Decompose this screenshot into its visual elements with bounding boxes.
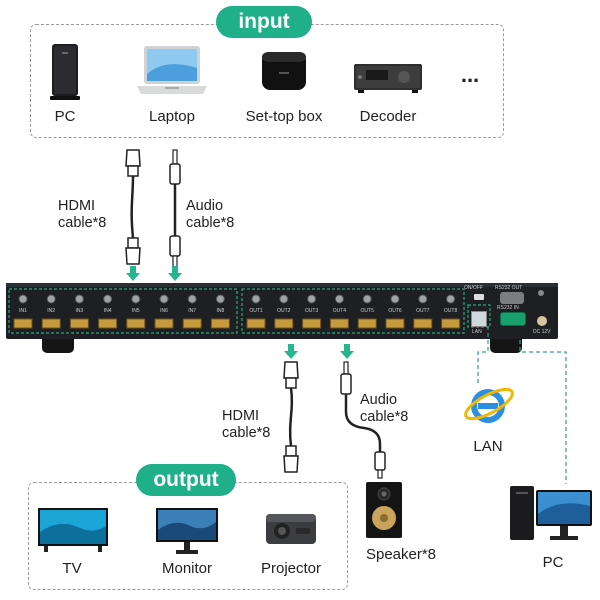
hdmi-output-cable: [283, 361, 299, 473]
output-hdmi-port-5[interactable]: [357, 318, 377, 329]
set-top-box-icon: [262, 52, 306, 90]
input-audio-cable-label: Audio cable*8: [186, 198, 235, 231]
output-hdmi-port-8[interactable]: [441, 318, 461, 329]
output-audio-jack-5[interactable]: [362, 294, 372, 304]
output-audio-jack-7[interactable]: [418, 294, 428, 304]
output-port-label-5: OUT5: [361, 308, 375, 314]
output-hdmi-arrow-icon: [284, 344, 298, 359]
decoder-icon: [354, 64, 422, 93]
screw-icon: [538, 290, 544, 296]
input-port-label-4: IN4: [104, 308, 112, 314]
input-hdmi-port-7[interactable]: [182, 318, 202, 329]
output-hdmi-port-4[interactable]: [329, 318, 349, 329]
output-port-label-7: OUT7: [416, 308, 430, 314]
output-title-badge: output: [136, 464, 236, 496]
output-port-label-3: OUT3: [305, 308, 319, 314]
pc-workstation-icon: [510, 486, 592, 540]
output-audio-jack-2[interactable]: [279, 294, 289, 304]
input-port-label-1: IN1: [19, 308, 27, 314]
matrix-panel: IN1 IN2 IN3 IN4 IN5 IN6 IN7 IN8 OUT1 OUT2 OUT3 OUT4…: [6, 283, 558, 339]
speaker-label: Speaker*8: [365, 546, 437, 563]
power-switch[interactable]: [474, 294, 484, 300]
output-port-label-4: OUT4: [333, 308, 347, 314]
internet-explorer-icon: [464, 387, 514, 423]
output-audio-jack-1[interactable]: [251, 294, 261, 304]
output-port-label-2: OUT2: [277, 308, 291, 314]
pc-tower-icon: [50, 44, 80, 100]
dc-label: DC 12V: [533, 329, 551, 335]
input-port-label-5: IN5: [132, 308, 140, 314]
input-hdmi-port-4[interactable]: [98, 318, 118, 329]
projector-icon: [266, 514, 316, 544]
rs232-in-port[interactable]: [500, 312, 526, 326]
input-hdmi-port-5[interactable]: [126, 318, 146, 329]
laptop-icon: [137, 46, 207, 94]
output-hdmi-port-2[interactable]: [274, 318, 294, 329]
dc-power-port[interactable]: [537, 316, 547, 326]
output-audio-jack-3[interactable]: [307, 294, 317, 304]
output-port-label-1: OUT1: [249, 308, 263, 314]
input-audio-jack-4[interactable]: [103, 294, 113, 304]
output-port-label-6: OUT6: [388, 308, 402, 314]
input-audio-jack-5[interactable]: [131, 294, 141, 304]
input-device-label-set-top-box: Set-top box: [245, 108, 323, 125]
output-hdmi-cable-label: HDMI cable*8: [222, 408, 271, 441]
input-audio-jack-6[interactable]: [159, 294, 169, 304]
input-audio-arrow-icon: [168, 266, 182, 281]
on-off-label: ON/OFF: [464, 285, 483, 291]
input-audio-jack-2[interactable]: [46, 294, 56, 304]
input-hdmi-port-3[interactable]: [69, 318, 89, 329]
rs232-out-port[interactable]: [500, 292, 524, 304]
input-audio-jack-3[interactable]: [74, 294, 84, 304]
input-title-badge: input: [216, 6, 312, 38]
output-audio-jack-8[interactable]: [446, 294, 456, 304]
lan-label: LAN: [473, 438, 503, 455]
input-hdmi-port-1[interactable]: [13, 318, 33, 329]
output-hdmi-port-7[interactable]: [413, 318, 433, 329]
matrix-foot-left: [42, 339, 74, 353]
input-port-label-7: IN7: [188, 308, 196, 314]
output-hdmi-port-6[interactable]: [385, 318, 405, 329]
input-port-label-3: IN3: [76, 308, 84, 314]
input-hdmi-port-2[interactable]: [41, 318, 61, 329]
speaker-icon: [366, 482, 402, 538]
lan-port[interactable]: [471, 311, 487, 327]
input-port-label-6: IN6: [160, 308, 168, 314]
output-audio-jack-6[interactable]: [390, 294, 400, 304]
output-hdmi-port-3[interactable]: [302, 318, 322, 329]
hdmi-input-cable: [125, 149, 141, 265]
output-audio-cable-label: Audio cable*8: [360, 392, 409, 425]
output-port-label-8: OUT8: [444, 308, 458, 314]
input-port-label-8: IN8: [217, 308, 225, 314]
lan-port-label: LAN: [472, 329, 482, 335]
output-device-label-monitor: Monitor: [161, 560, 213, 577]
rs232-in-label: RS232 IN: [497, 305, 519, 311]
output-audio-arrow-icon: [340, 344, 354, 359]
input-device-label-decoder: Decoder: [359, 108, 417, 125]
input-audio-jack-8[interactable]: [215, 294, 225, 304]
input-device-label-pc: PC: [54, 108, 76, 125]
audio-output-cable: [340, 361, 386, 479]
more-dots-icon: ...: [460, 62, 480, 87]
output-device-label-projector: Projector: [260, 560, 322, 577]
matrix-foot-right: [490, 339, 522, 353]
input-hdmi-port-8[interactable]: [210, 318, 230, 329]
input-audio-jack-7[interactable]: [187, 294, 197, 304]
input-port-label-2: IN2: [47, 308, 55, 314]
input-hdmi-port-6[interactable]: [154, 318, 174, 329]
pc-label: PC: [542, 554, 564, 571]
monitor-icon: [156, 508, 218, 554]
audio-input-cable: [169, 149, 181, 269]
tv-icon: [38, 508, 108, 552]
input-hdmi-arrow-icon: [126, 266, 140, 281]
rs232-out-label: RS232 OUT: [495, 285, 523, 291]
input-hdmi-cable-label: HDMI cable*8: [58, 198, 107, 231]
output-hdmi-port-1[interactable]: [246, 318, 266, 329]
matrix-switcher-device: IN1 IN2 IN3 IN4 IN5 IN6 IN7 IN8 OUT1 OUT2 OUT3 OUT4…: [6, 283, 558, 339]
input-audio-jack-1[interactable]: [18, 294, 28, 304]
output-device-label-tv: TV: [62, 560, 82, 577]
output-audio-jack-4[interactable]: [334, 294, 344, 304]
input-device-label-laptop: Laptop: [149, 108, 195, 125]
